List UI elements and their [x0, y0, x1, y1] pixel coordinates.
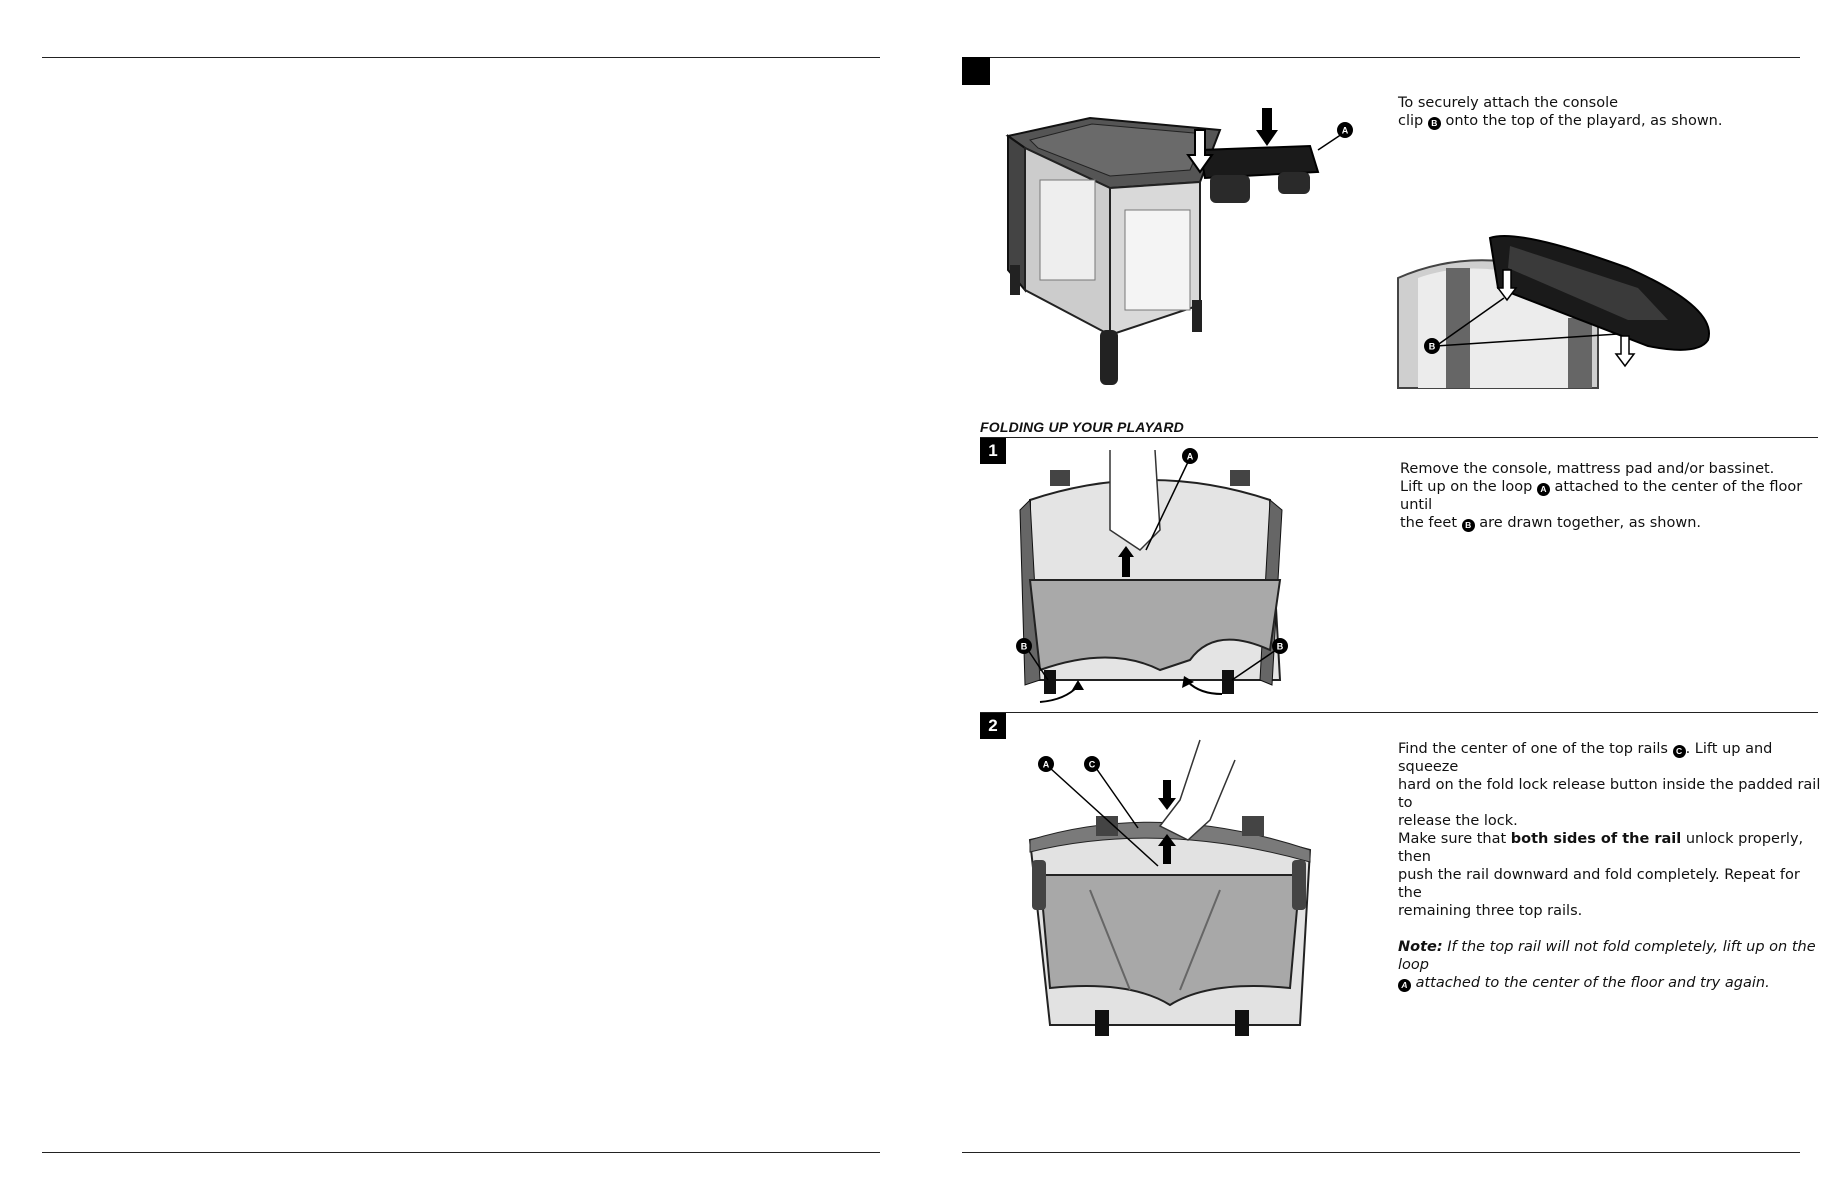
- console-clip-detail-illustration: B: [1397, 235, 1710, 389]
- step-2-line-2: hard on the fold lock release button ins…: [1398, 777, 1821, 811]
- step-2-line-4: Make sure that both sides of the rail un…: [1398, 830, 1828, 866]
- step-1-callout-b-left: B: [1021, 642, 1028, 652]
- console-step-box: [962, 57, 990, 85]
- right-page-top-rule: [962, 57, 1800, 58]
- callout-c-badge: C: [1672, 744, 1686, 758]
- console-callout-b: B: [1429, 342, 1436, 352]
- console-line-2: clip B onto the top of the playard, as s…: [1398, 112, 1818, 130]
- step-1-line-3: the feet B are drawn together, as shown.: [1400, 514, 1820, 532]
- console-callout-a: A: [1342, 126, 1349, 136]
- step-2-line-5: push the rail downward and fold complete…: [1398, 867, 1800, 901]
- step-1-callout-a: A: [1187, 452, 1194, 462]
- step-2-line-4-post: unlock properly, then: [1398, 831, 1804, 865]
- callout-b-badge: B: [1461, 518, 1475, 532]
- step-2-note-line-1: Note: If the top rail will not fold comp…: [1398, 938, 1828, 974]
- left-page-top-rule: [42, 57, 880, 58]
- step-2-line-6: remaining three top rails.: [1398, 903, 1583, 919]
- section-heading-rule: [980, 437, 1818, 438]
- console-instructions: To securely attach the console clip B on…: [1398, 94, 1818, 130]
- step-2-line-1-post: . Lift up and squeeze: [1398, 741, 1773, 775]
- step-1-line-2-pre: Lift up on the loop: [1400, 479, 1537, 495]
- step-1-line-2: Lift up on the loop A attached to the ce…: [1400, 478, 1820, 514]
- step-2-line-1: Find the center of one of the top rails …: [1398, 740, 1828, 776]
- step-1-line-1: Remove the console, mattress pad and/or …: [1400, 461, 1775, 477]
- step-2-note-line-2: A attached to the center of the floor an…: [1398, 974, 1828, 992]
- step-2-line-4-pre: Make sure that: [1398, 831, 1511, 847]
- console-line-2-post: onto the top of the playard, as shown.: [1440, 113, 1723, 129]
- step-2-line-3: release the lock.: [1398, 813, 1518, 829]
- step-1-line-3-post: are drawn together, as shown.: [1474, 515, 1702, 531]
- section-heading: FOLDING UP YOUR PLAYARD: [980, 419, 1184, 435]
- playard-console-illustration: A: [1005, 108, 1353, 385]
- callout-b-badge: B: [1427, 116, 1441, 130]
- step-2-illustration: A C: [1028, 739, 1312, 1036]
- callout-a-badge: A: [1398, 978, 1411, 992]
- console-line-1: To securely attach the console: [1398, 95, 1619, 111]
- step-1-line-2-post: attached to the center of the floor unti…: [1400, 479, 1803, 513]
- step-2-line-4-bold: both sides of the rail: [1510, 831, 1682, 847]
- step-1-instructions: Remove the console, mattress pad and/or …: [1400, 460, 1820, 532]
- step-2-callout-c: C: [1089, 760, 1096, 770]
- left-page-bottom-rule: [42, 1152, 880, 1153]
- callout-a-badge: A: [1536, 482, 1550, 496]
- step-1-number: 1: [980, 438, 1006, 464]
- note-text-1: If the top rail will not fold completely…: [1398, 939, 1816, 973]
- note-text-2: attached to the center of the floor and …: [1411, 975, 1770, 991]
- step-2-callout-a: A: [1043, 760, 1050, 770]
- note-label: Note:: [1398, 939, 1443, 955]
- step-1-illustration: A B B: [1016, 448, 1288, 703]
- right-page-bottom-rule: [962, 1152, 1800, 1153]
- step-1-callout-b-right: B: [1277, 642, 1284, 652]
- console-line-2-pre: clip: [1398, 113, 1428, 129]
- step-1-line-3-pre: the feet: [1400, 515, 1462, 531]
- step-2-instructions: Find the center of one of the top rails …: [1398, 740, 1828, 992]
- step-2-rule: [980, 712, 1818, 713]
- step-2-number: 2: [980, 713, 1006, 739]
- step-2-line-1-pre: Find the center of one of the top rails: [1398, 741, 1673, 757]
